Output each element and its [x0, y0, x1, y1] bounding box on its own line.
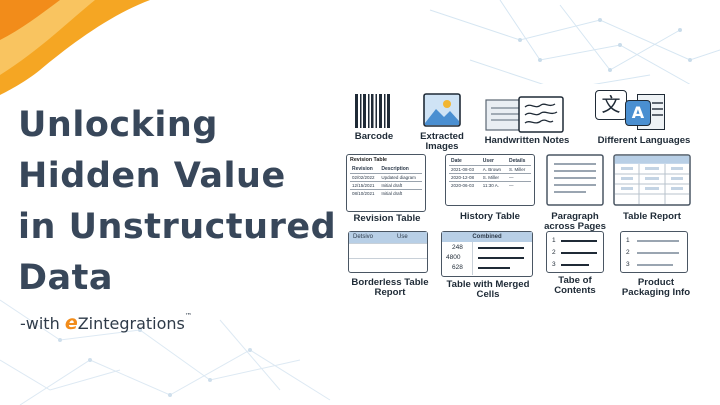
title-block: Unlocking Hidden Value in Unstructured D…: [18, 100, 348, 304]
brand-logo: -with eZintegrations™: [20, 312, 192, 334]
label-history-table: History Table: [459, 211, 521, 222]
barcode-icon: [355, 94, 390, 128]
label-table-with-merged-cells: Table with Merged Cells: [446, 279, 530, 300]
packaging-card: 1 2 3: [620, 231, 688, 273]
brand-tm: ™: [184, 312, 192, 320]
merged-cells-card: Combined 248 4800 628: [441, 231, 533, 277]
title-line-3: in Unstructured: [18, 207, 337, 247]
borderless-table-card: Detsivo Use: [348, 231, 428, 273]
network-lines-top: [429, 0, 720, 91]
title-line-4: Data: [18, 258, 114, 298]
label-handwritten-notes: Handwritten Notes: [484, 135, 570, 146]
label-revision-table: Revision Table: [353, 213, 421, 224]
brand-prefix: -with: [20, 314, 65, 333]
languages-icon: 文 A: [595, 90, 681, 132]
label-different-languages: Different Languages: [597, 135, 691, 146]
image-icon: [423, 93, 461, 127]
label-extracted-images: Extracted Images: [420, 131, 464, 152]
title-line-1: Unlocking: [18, 105, 218, 145]
label-tabe-of-contents: Tabe of Contents: [554, 275, 596, 296]
document-types-panel: Barcode Extracted Images Handwritten Not…: [343, 84, 708, 314]
merged-header: Combined: [442, 232, 532, 242]
toc-card: 1 2 3: [546, 231, 604, 273]
label-table-report: Table Report: [623, 211, 681, 222]
label-product-packaging-info: Product Packaging Info: [621, 277, 691, 298]
label-barcode: Barcode: [354, 131, 394, 142]
label-paragraph-across-pages: Paragraph across Pages: [544, 211, 606, 232]
table-report-icon: [613, 154, 691, 206]
brand-name: Zintegrations: [77, 314, 185, 333]
title-line-2: Hidden Value: [18, 156, 286, 196]
revision-card-title: Revision Table: [350, 157, 387, 163]
brand-e: e: [64, 312, 78, 334]
handwritten-notes-icon: [485, 96, 564, 133]
label-borderless-table-report: Borderless Table Report: [351, 277, 429, 298]
paragraph-icon: [546, 154, 604, 206]
